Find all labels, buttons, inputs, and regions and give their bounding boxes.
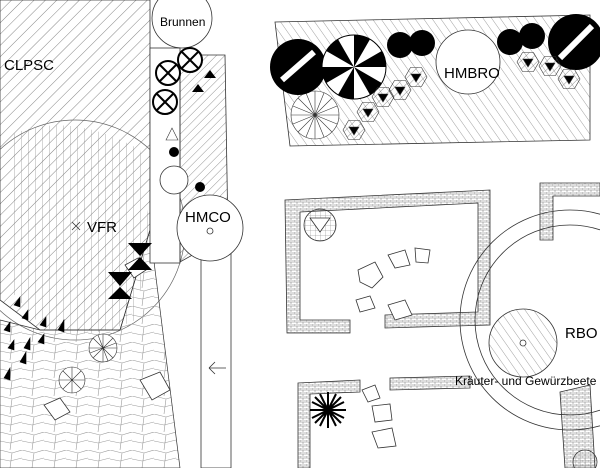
label-rbo: RBO (565, 325, 598, 342)
brunnen-fountain (151, 0, 213, 49)
radial-trees (58, 90, 340, 394)
label-hmbro: HMBRO (444, 65, 500, 82)
shrub-icon (497, 29, 523, 55)
label-vfr: VFR (87, 219, 117, 236)
removed-tree-icon (177, 47, 203, 73)
conifer-icon (342, 120, 366, 140)
label-kraeuter: Kräuter- und Gewürzbeete (455, 374, 597, 388)
starburst-plant-icon (310, 392, 346, 428)
hourglass-markers (108, 243, 152, 299)
conifer-icon (356, 102, 380, 122)
striped-tree-icon (270, 39, 326, 95)
label-brunnen: Brunnen (160, 15, 205, 29)
small-triangle-markers (192, 70, 216, 92)
parterre (284, 182, 600, 468)
conifer-icon (388, 80, 412, 100)
label-clpsc: CLPSC (4, 57, 54, 74)
radial-tree-icon (290, 90, 340, 140)
removed-tree-markers (152, 47, 203, 115)
vfr-point-marker (71, 221, 81, 231)
hmbro-canopy-icon (435, 29, 501, 95)
radial-tree-icon (88, 333, 118, 363)
hexagon-conifers (342, 52, 581, 140)
path-shrubs (159, 127, 205, 195)
sector-tree-icon (321, 34, 387, 100)
hmco-tree (176, 194, 244, 262)
striped-tree-icon (548, 14, 600, 70)
radial-tree-icon (58, 366, 86, 394)
hourglass-icon (128, 243, 152, 270)
removed-tree-icon (152, 89, 178, 115)
conifer-icon (557, 69, 581, 89)
shrub-icon (519, 23, 545, 49)
shrub-icon (409, 30, 435, 56)
shrub-icon (387, 32, 413, 58)
rbo-tree (488, 308, 558, 378)
map-labels: Brunnen CLPSC VFR HMCO HMBRO RBO Kräuter… (4, 15, 598, 388)
bottom-right-tree (572, 449, 598, 468)
conifer-icon (538, 56, 562, 76)
triangle-cluster-left (3, 296, 65, 381)
hourglass-icon (108, 272, 132, 299)
removed-tree-icon (155, 60, 181, 86)
conifer-icon (516, 52, 540, 72)
conifer-icon (404, 67, 428, 87)
grid-tree (303, 208, 337, 242)
hmbro-trees (270, 14, 600, 100)
label-hmco: HMCO (185, 209, 231, 226)
